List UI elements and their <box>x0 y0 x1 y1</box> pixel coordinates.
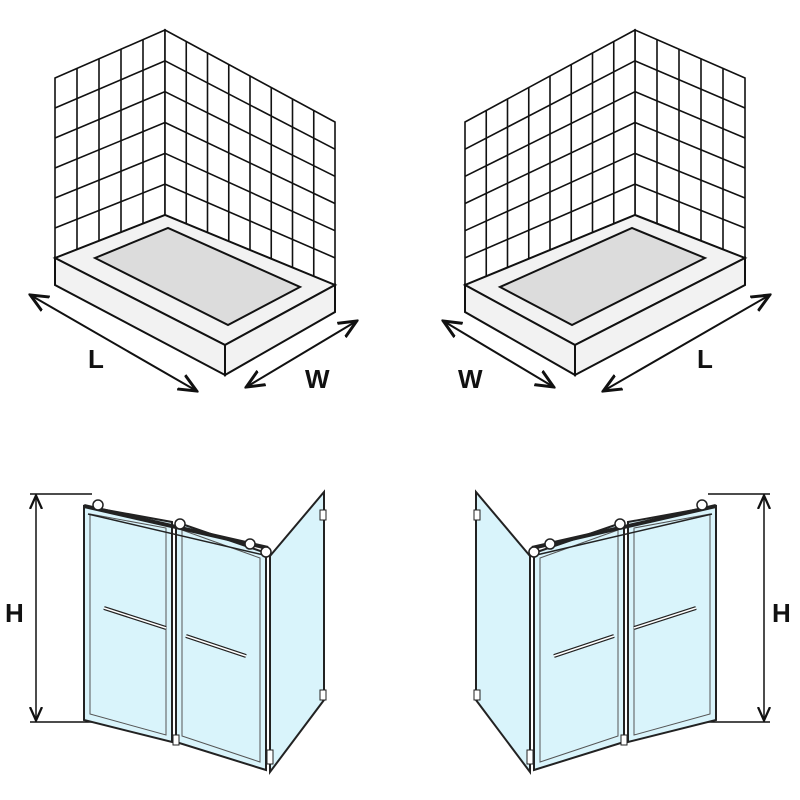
height-label-left: H <box>5 598 24 628</box>
shower-door-left <box>30 492 326 772</box>
tray-diagram-right <box>445 30 768 390</box>
width-label-right: W <box>458 364 483 394</box>
tray-diagram-left <box>32 30 355 390</box>
height-label-right: H <box>772 598 791 628</box>
shower-door-right <box>474 492 770 772</box>
length-label-left: L <box>88 344 104 374</box>
length-label-right: L <box>697 344 713 374</box>
width-label-left: W <box>305 364 330 394</box>
